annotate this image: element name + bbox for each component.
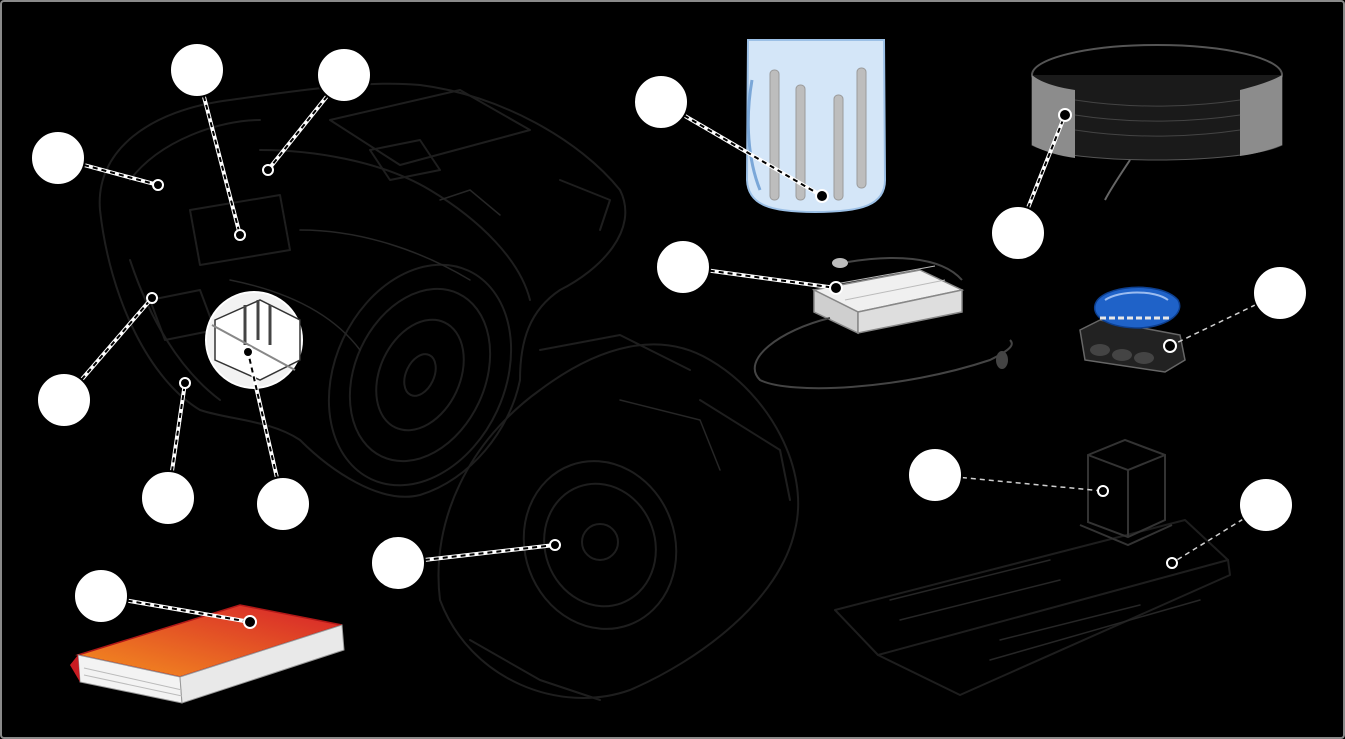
callout-front-sensor (37, 373, 91, 427)
callout-handle (317, 48, 371, 102)
callout-charging-station-plate (1239, 478, 1293, 532)
callout-cutting-disc (371, 536, 425, 590)
callout-body-cover (31, 131, 85, 185)
boundary-pegs-illustration (747, 40, 885, 212)
callout-charging-station-top (908, 448, 962, 502)
callout-manual (74, 569, 128, 623)
callout-boundary-wire (991, 206, 1045, 260)
callout-power-supply (656, 240, 710, 294)
callout-contact-plate (256, 477, 310, 531)
callout-pegs (634, 75, 688, 129)
callout-charging-strip (141, 471, 195, 525)
callout-wire-connector (1253, 266, 1307, 320)
callout-display (170, 43, 224, 97)
